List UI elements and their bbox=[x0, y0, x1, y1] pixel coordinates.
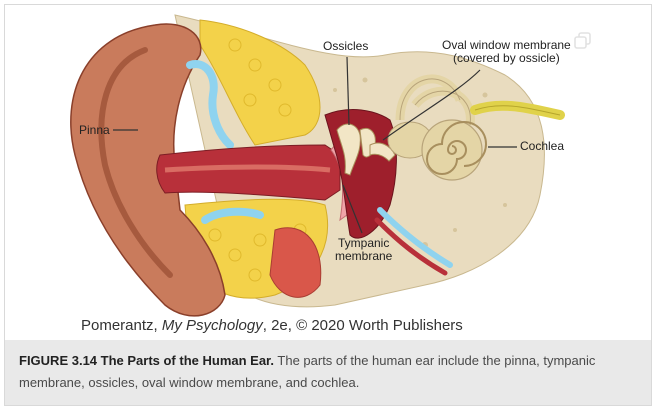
oval-window-label-line2: (covered by ossicle) bbox=[453, 51, 560, 65]
pinna-helix-fold bbox=[98, 47, 173, 278]
cartilage-lower bbox=[201, 207, 264, 224]
oval-window-label: Oval window membrane (covered by ossicle… bbox=[442, 39, 571, 65]
pinna-shape bbox=[70, 23, 226, 317]
ear-canal bbox=[156, 144, 341, 201]
figure-frame: Pinna Ossicles Oval window membrane (cov… bbox=[4, 4, 652, 406]
credit-title: My Psychology bbox=[161, 317, 263, 334]
copy-button[interactable] bbox=[573, 31, 631, 83]
ear-diagram bbox=[70, 14, 565, 317]
pinna-label: Pinna bbox=[79, 123, 110, 137]
copy-icon bbox=[574, 32, 591, 49]
muscle-tissue bbox=[269, 227, 322, 298]
auditory-nerve-outline bbox=[474, 105, 561, 116]
tympanic-label-line1: Tympanic bbox=[338, 236, 390, 250]
tympanic-label: Tympanic membrane bbox=[335, 237, 392, 263]
eustachian-tube bbox=[377, 207, 453, 268]
tympanic-label-line2: membrane bbox=[335, 249, 393, 263]
figure-caption: FIGURE 3.14 The Parts of the Human Ear. … bbox=[5, 340, 651, 405]
ear-canal-highlight bbox=[164, 164, 331, 173]
caption-title: FIGURE 3.14 The Parts of the Human Ear. bbox=[19, 353, 275, 368]
ossicles-leader bbox=[346, 56, 350, 126]
ossicles-shape bbox=[336, 123, 396, 176]
tympanic-leader bbox=[342, 184, 363, 234]
ear-illustration: Pinna Ossicles Oval window membrane (cov… bbox=[5, 5, 651, 339]
blood-vessel bbox=[374, 217, 448, 276]
leader-lines bbox=[113, 56, 517, 234]
cochlea-label: Cochlea bbox=[520, 139, 565, 153]
credit-suffix: , 2e, © 2020 Worth Publishers bbox=[262, 317, 463, 334]
credit-prefix: Pomerantz, bbox=[81, 317, 162, 334]
cochlea-shape bbox=[421, 119, 487, 181]
oval-window-label-line1: Oval window membrane bbox=[442, 38, 571, 52]
image-credit: Pomerantz, My Psychology, 2e, © 2020 Wor… bbox=[81, 317, 463, 334]
oval-window-leader bbox=[382, 69, 481, 141]
ossicles-label: Ossicles bbox=[323, 39, 369, 53]
cartilage-upper bbox=[186, 60, 234, 149]
caption-text: The parts of the human ear include the p… bbox=[19, 353, 596, 390]
